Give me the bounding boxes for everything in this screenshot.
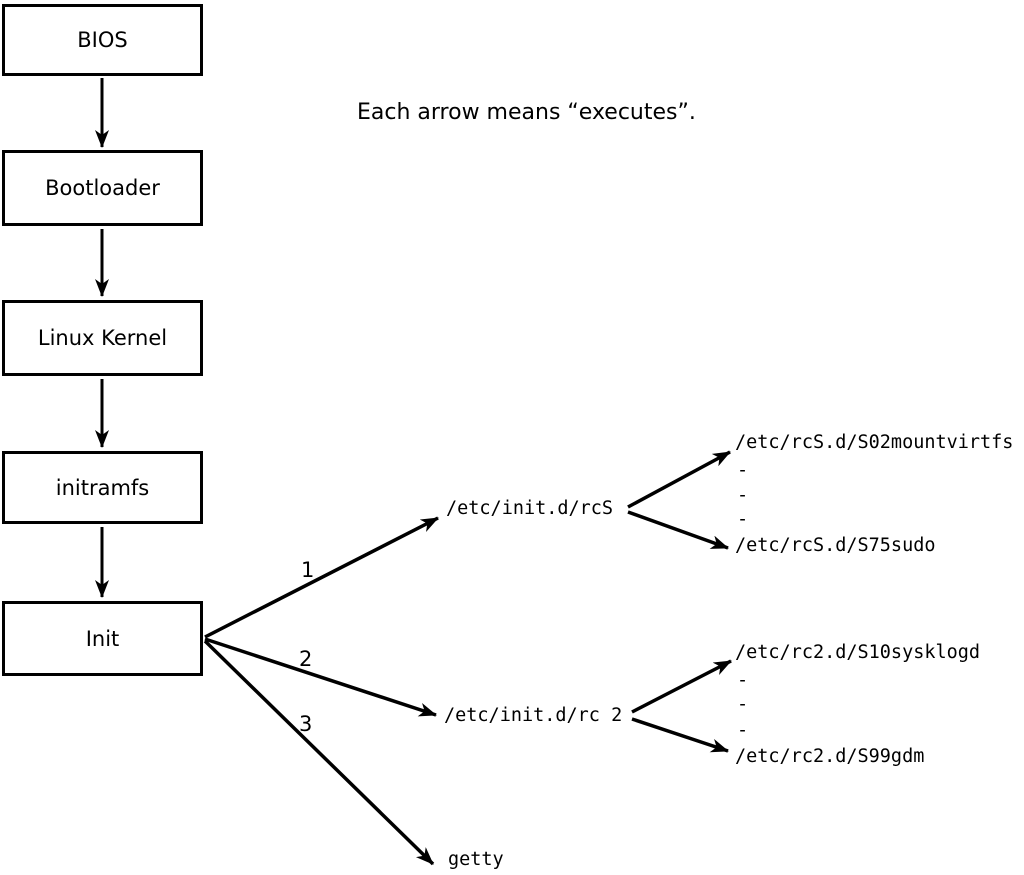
init-fan-arrows bbox=[203, 516, 439, 866]
rc2-ellipsis-dash-3: - bbox=[737, 720, 749, 741]
box-bios: BIOS bbox=[2, 4, 203, 76]
rcs-ellipsis-dash-1: - bbox=[737, 460, 749, 481]
box-bootloader-label: Bootloader bbox=[45, 176, 160, 200]
label-rcs-last-script: /etc/rcS.d/S75sudo bbox=[735, 535, 936, 556]
rcs-ellipsis-dash-2: - bbox=[737, 485, 749, 506]
arrow-init-to-rc2 bbox=[204, 637, 437, 717]
arrow-rcs-to-first bbox=[627, 450, 731, 509]
arrow-init-to-rcs bbox=[204, 516, 439, 639]
label-rc2-script: /etc/init.d/rc 2 bbox=[444, 705, 623, 726]
label-rcs-script: /etc/init.d/rcS bbox=[446, 498, 614, 519]
arrow-rc2-to-last bbox=[631, 717, 729, 753]
box-bootloader: Bootloader bbox=[2, 150, 203, 226]
rc2-ellipsis-dash-1: - bbox=[737, 670, 749, 691]
legend-note: Each arrow means “executes”. bbox=[357, 100, 696, 125]
label-getty: getty bbox=[448, 849, 504, 870]
arrow-init-to-getty bbox=[203, 639, 435, 866]
box-initramfs-label: initramfs bbox=[55, 475, 150, 500]
label-rc2-first-script: /etc/rc2.d/S10sysklogd bbox=[735, 642, 981, 663]
box-init-label: Init bbox=[85, 626, 120, 651]
arrow-number-3: 3 bbox=[299, 712, 313, 736]
box-init: Init bbox=[2, 601, 203, 676]
arrow-rcs-to-last bbox=[627, 510, 729, 550]
arrow-number-1: 1 bbox=[301, 558, 315, 582]
box-linux-kernel-label: Linux Kernel bbox=[37, 326, 168, 350]
label-rc2-last-script: /etc/rc2.d/S99gdm bbox=[735, 746, 925, 767]
rcs-ellipsis-dash-3: - bbox=[737, 509, 749, 530]
rc2-fan-arrows bbox=[631, 659, 732, 753]
label-rcs-first-script: /etc/rcS.d/S02mountvirtfs bbox=[735, 432, 1014, 453]
box-bios-label: BIOS bbox=[77, 28, 128, 52]
rcs-fan-arrows bbox=[627, 450, 731, 550]
arrow-number-2: 2 bbox=[299, 647, 313, 671]
box-linux-kernel: Linux Kernel bbox=[2, 300, 203, 376]
rc2-ellipsis-dash-2: - bbox=[737, 694, 749, 715]
arrow-rc2-to-first bbox=[631, 659, 732, 714]
box-initramfs: initramfs bbox=[2, 451, 203, 524]
